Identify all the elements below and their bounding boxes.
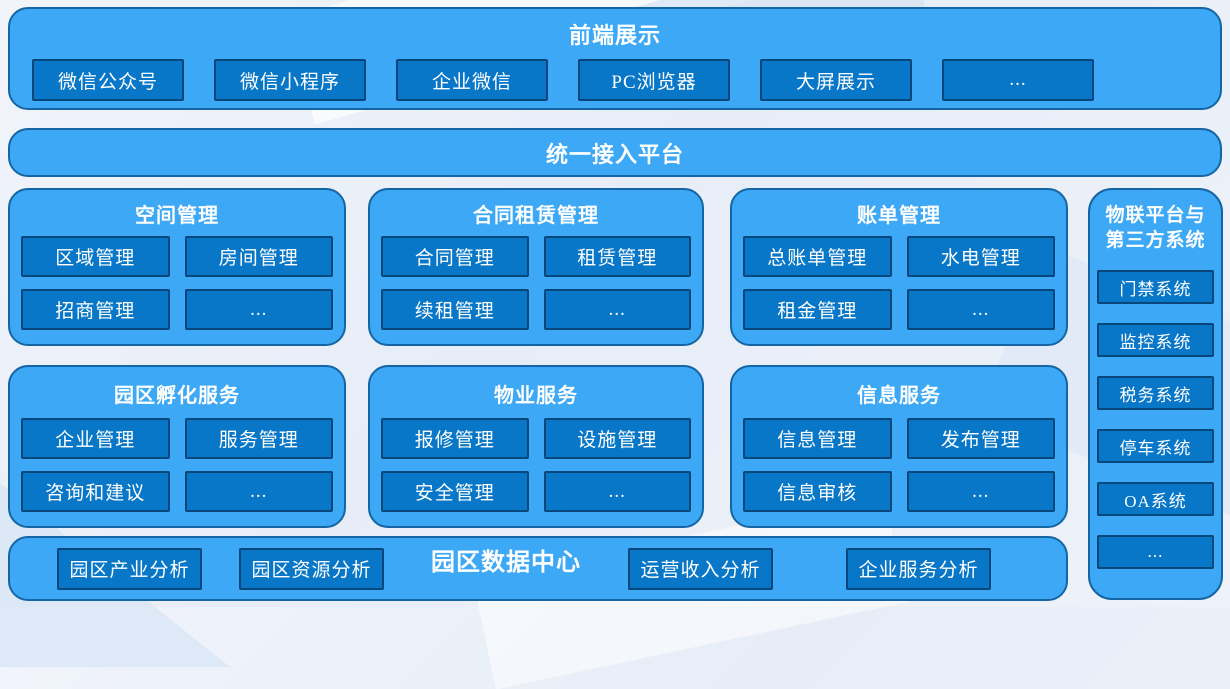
iot-item-box: 监控系统 bbox=[1097, 323, 1214, 358]
module-item-box: 招商管理 bbox=[21, 289, 170, 330]
frontend-item-row: 微信公众号 微信小程序 企业微信 PC浏览器 大屏展示 ... bbox=[10, 59, 1220, 101]
module-item-box-more: ... bbox=[906, 471, 1055, 512]
frontend-item-box: 企业微信 bbox=[396, 59, 548, 101]
iot-item-box: OA系统 bbox=[1097, 482, 1214, 517]
module-title: 账单管理 bbox=[857, 205, 941, 227]
module-item-grid: 信息管理 发布管理 信息审核 ... bbox=[732, 418, 1066, 512]
module-item-box: 信息审核 bbox=[743, 471, 892, 512]
module-item-grid: 合同管理 租赁管理 续租管理 ... bbox=[370, 236, 702, 330]
module-information-service: 信息服务 信息管理 发布管理 信息审核 ... bbox=[730, 365, 1068, 528]
module-item-box-more: ... bbox=[543, 471, 691, 512]
iot-third-party-panel: 物联平台与 第三方系统 门禁系统 监控系统 税务系统 停车系统 OA系统 ... bbox=[1088, 188, 1223, 600]
module-item-box: 租赁管理 bbox=[543, 236, 691, 277]
park-data-center-panel: 园区产业分析 园区资源分析 园区数据中心 运营收入分析 企业服务分析 bbox=[8, 536, 1068, 601]
module-item-box-more: ... bbox=[184, 471, 333, 512]
module-item-grid: 总账单管理 水电管理 租金管理 ... bbox=[732, 236, 1066, 330]
module-item-box: 续租管理 bbox=[381, 289, 529, 330]
module-item-box: 房间管理 bbox=[184, 236, 333, 277]
module-item-box: 合同管理 bbox=[381, 236, 529, 277]
module-item-box: 报修管理 bbox=[381, 418, 529, 459]
iot-item-box: 停车系统 bbox=[1097, 429, 1214, 464]
frontend-item-box: 微信公众号 bbox=[32, 59, 184, 101]
datacenter-item-box: 园区资源分析 bbox=[239, 547, 384, 590]
datacenter-item-box: 运营收入分析 bbox=[628, 547, 773, 590]
module-title: 信息服务 bbox=[857, 385, 941, 407]
module-item-box: 区域管理 bbox=[21, 236, 170, 277]
module-item-box: 咨询和建议 bbox=[21, 471, 170, 512]
module-bill-management: 账单管理 总账单管理 水电管理 租金管理 ... bbox=[730, 188, 1068, 346]
module-item-box-more: ... bbox=[906, 289, 1055, 330]
unified-access-platform-panel: 统一接入平台 bbox=[8, 128, 1222, 177]
module-item-box-more: ... bbox=[543, 289, 691, 330]
module-item-box: 租金管理 bbox=[743, 289, 892, 330]
unified-access-platform-title: 统一接入平台 bbox=[545, 141, 684, 167]
iot-item-box: 门禁系统 bbox=[1097, 270, 1214, 305]
iot-item-box-more: ... bbox=[1097, 535, 1214, 570]
module-title: 空间管理 bbox=[135, 205, 219, 227]
frontend-item-box: 大屏展示 bbox=[760, 59, 912, 101]
module-park-incubation-service: 园区孵化服务 企业管理 服务管理 咨询和建议 ... bbox=[8, 365, 346, 528]
module-title: 园区孵化服务 bbox=[114, 385, 240, 407]
iot-item-box: 税务系统 bbox=[1097, 376, 1214, 411]
module-title: 物业服务 bbox=[494, 385, 578, 407]
module-item-box: 设施管理 bbox=[543, 418, 691, 459]
module-item-box: 服务管理 bbox=[184, 418, 333, 459]
park-data-center-title: 园区数据中心 bbox=[431, 549, 581, 576]
module-item-box: 发布管理 bbox=[906, 418, 1055, 459]
datacenter-item-box: 企业服务分析 bbox=[846, 547, 991, 590]
module-item-box-more: ... bbox=[184, 289, 333, 330]
module-item-grid: 企业管理 服务管理 咨询和建议 ... bbox=[10, 418, 344, 512]
frontend-item-box: PC浏览器 bbox=[578, 59, 730, 101]
module-title: 合同租赁管理 bbox=[473, 205, 599, 227]
frontend-layer-title: 前端展示 bbox=[568, 23, 661, 48]
datacenter-item-box: 园区产业分析 bbox=[57, 547, 202, 590]
module-item-box: 总账单管理 bbox=[743, 236, 892, 277]
iot-title-line-1: 物联平台与 bbox=[1105, 205, 1206, 226]
iot-item-list: 门禁系统 监控系统 税务系统 停车系统 OA系统 ... bbox=[1090, 253, 1221, 570]
frontend-layer-panel: 前端展示 微信公众号 微信小程序 企业微信 PC浏览器 大屏展示 ... bbox=[8, 7, 1222, 110]
module-item-box: 安全管理 bbox=[381, 471, 529, 512]
module-space-management: 空间管理 区域管理 房间管理 招商管理 ... bbox=[8, 188, 346, 346]
iot-title-line-2: 第三方系统 bbox=[1105, 230, 1206, 252]
frontend-item-box-more: ... bbox=[942, 59, 1094, 101]
module-contract-lease-management: 合同租赁管理 合同管理 租赁管理 续租管理 ... bbox=[368, 188, 704, 346]
frontend-item-box: 微信小程序 bbox=[214, 59, 366, 101]
module-item-box: 企业管理 bbox=[21, 418, 170, 459]
module-property-service: 物业服务 报修管理 设施管理 安全管理 ... bbox=[368, 365, 704, 528]
iot-third-party-title: 物联平台与 第三方系统 bbox=[1090, 203, 1221, 253]
module-item-box: 信息管理 bbox=[743, 418, 892, 459]
module-item-box: 水电管理 bbox=[906, 236, 1055, 277]
module-item-grid: 区域管理 房间管理 招商管理 ... bbox=[10, 236, 344, 330]
module-item-grid: 报修管理 设施管理 安全管理 ... bbox=[370, 418, 702, 512]
